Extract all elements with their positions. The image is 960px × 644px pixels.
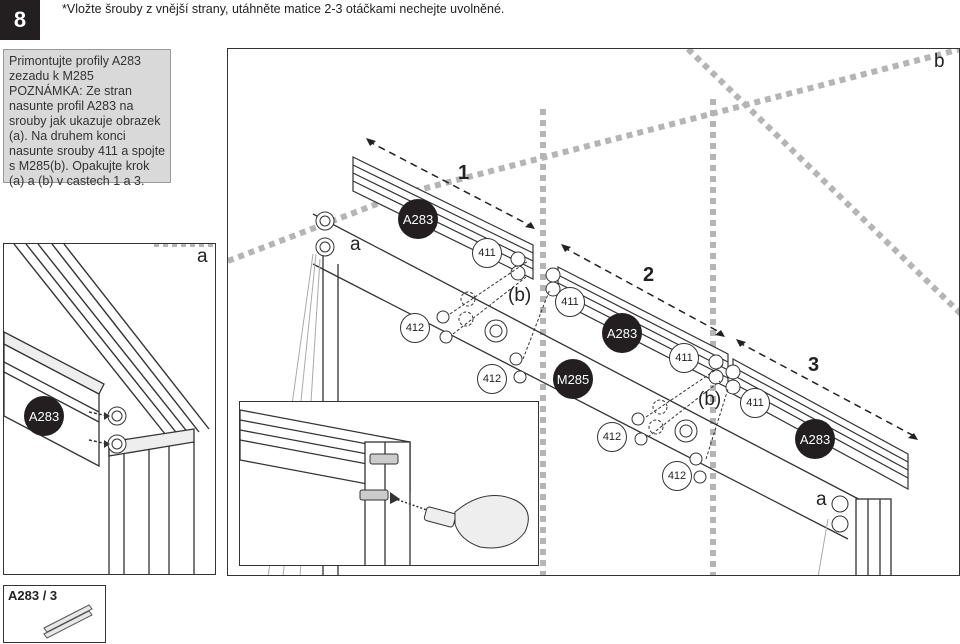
parts-box-label: A283 / 3 (8, 588, 58, 603)
inset-bolt-detail (239, 401, 539, 566)
part-412-callout-1: 412 (400, 313, 430, 343)
detail-ref-b-2: (b) (698, 389, 722, 410)
part-411-callout-1: 411 (472, 238, 502, 268)
section-number-2: 2 (643, 264, 655, 286)
inset-drawing (240, 409, 529, 565)
part-412-callout-3: 412 (597, 422, 627, 452)
part-a283-badge-3: A283 (795, 419, 835, 459)
parts-box: A283 / 3 (3, 585, 106, 643)
part-411-callout-3: 411 (669, 343, 699, 373)
part-411-callout-2: 411 (555, 287, 585, 317)
part-411-callout-4: 411 (740, 388, 770, 418)
part-412-callout-4: 412 (662, 461, 692, 491)
detail-ref-a-bottom: a (816, 489, 827, 510)
part-a283-badge-1: A283 (398, 199, 438, 239)
part-m285-badge: M285 (553, 359, 593, 399)
step-number: 8 (0, 0, 40, 40)
assembly-note: *Vložte šrouby z vnější strany, utáhněte… (62, 2, 505, 16)
part-a283-badge: A283 (24, 396, 64, 436)
section-number-3: 3 (808, 354, 820, 376)
section-number-1: 1 (458, 162, 470, 184)
part-a283-badge-2: A283 (602, 313, 642, 353)
detail-ref-b-1: (b) (508, 285, 532, 306)
parts-box-profile-icon (43, 604, 93, 639)
panel-b-label: b (934, 51, 945, 72)
part-412-callout-2: 412 (477, 364, 507, 394)
detail-panel-a: a A283 (3, 243, 216, 575)
instruction-text: Primontujte profily A283 zezadu k M285 P… (3, 49, 171, 188)
panel-a-label: a (197, 246, 208, 267)
detail-ref-a-top: a (350, 234, 361, 255)
